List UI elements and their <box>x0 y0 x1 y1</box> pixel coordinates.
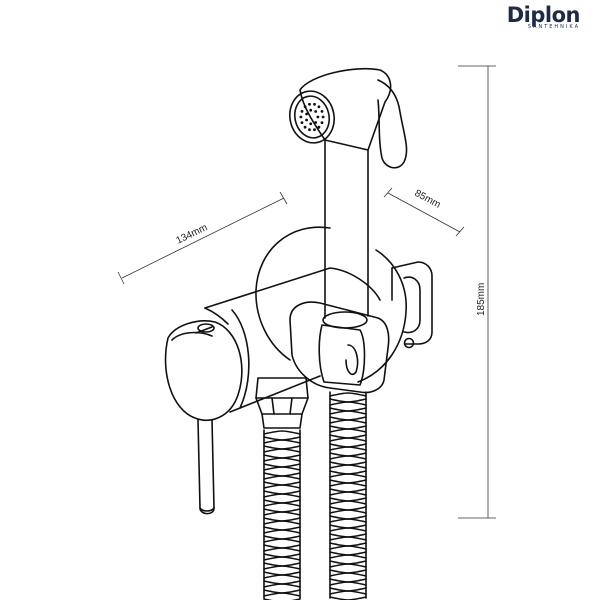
nozzle-dot <box>316 115 320 119</box>
left-hose-rib <box>263 592 301 597</box>
right-hose-rib <box>329 596 367 600</box>
nozzle-dot <box>314 121 318 124</box>
dimension-85: 85mm <box>383 187 465 237</box>
brand-logo: Diplon SANTEHNIKA <box>506 3 581 30</box>
nozzle-dot <box>299 115 303 119</box>
right-hose-rib <box>329 419 367 424</box>
right-hose-rib <box>329 563 367 568</box>
right-hose-rib <box>329 446 367 451</box>
left-hose-rib <box>263 547 301 552</box>
left-hose-rib <box>263 502 301 507</box>
nozzle-dot <box>305 112 308 116</box>
shower-handle <box>324 139 369 319</box>
shower-nozzles <box>299 102 325 132</box>
mixer-knob <box>164 320 243 421</box>
dimension-185: 185mm <box>458 65 496 519</box>
right-hose <box>329 391 367 600</box>
left-hose-rib <box>263 457 301 462</box>
brand-name: Diplon <box>506 3 581 27</box>
left-hose <box>263 429 301 600</box>
right-hose-rib <box>329 491 367 496</box>
nozzle-dot <box>300 121 304 124</box>
right-hose-rib <box>329 473 367 478</box>
left-hose-rib <box>263 529 301 534</box>
nozzle-dot <box>309 122 313 126</box>
left-hose-rib <box>263 565 301 570</box>
dimension-134-label: 134mm <box>174 222 209 247</box>
right-hose-rib <box>329 572 367 577</box>
right-hose-rib <box>329 554 367 559</box>
mixer-lever <box>197 419 215 515</box>
left-hose-rib <box>263 493 301 498</box>
left-hose-rib <box>263 439 301 444</box>
right-hose-rib <box>329 455 367 460</box>
left-hose-rib <box>263 574 301 579</box>
left-hose-rib <box>263 430 301 435</box>
left-hose-rib <box>263 538 301 543</box>
nozzle-dot <box>317 105 321 109</box>
right-hose-rib <box>329 464 367 469</box>
nozzle-dot <box>308 102 311 106</box>
left-hose-rib <box>263 511 301 516</box>
left-hose-rib <box>263 466 301 471</box>
right-hose-rib <box>329 536 367 541</box>
right-hose-rib <box>329 500 367 505</box>
mixer-body <box>204 267 381 413</box>
right-hose-rib <box>329 437 367 442</box>
nozzle-dot <box>300 110 304 113</box>
right-hose-rib <box>329 428 367 433</box>
right-hose-rib <box>329 392 367 397</box>
nozzle-dot <box>303 105 307 109</box>
nozzle-dot <box>313 102 316 106</box>
left-hose-rib <box>263 448 301 453</box>
right-hose-rib <box>329 581 367 586</box>
left-hose-rib <box>263 475 301 480</box>
right-hose-rib <box>329 401 367 406</box>
left-hose-rib <box>263 583 301 588</box>
right-hose-rib <box>329 590 367 595</box>
left-hose-rib <box>263 556 301 561</box>
right-hose-rib <box>329 482 367 487</box>
nozzle-dot <box>320 110 324 113</box>
right-hose-rib <box>329 545 367 550</box>
holder-clip <box>289 301 390 394</box>
dimension-85-label: 85mm <box>413 188 443 211</box>
dimension-185-label: 185mm <box>476 283 487 316</box>
nozzle-dot <box>321 115 325 119</box>
nozzle-dot <box>308 128 311 132</box>
nozzle-dot <box>303 125 307 129</box>
left-hose-rib <box>263 484 301 489</box>
nozzle-dot <box>320 121 324 124</box>
nozzle-dot <box>317 125 321 129</box>
right-hose-rib <box>329 527 367 532</box>
brand-tagline: SANTEHNIKA <box>527 24 580 30</box>
hose-bracket <box>391 261 433 349</box>
left-hose-rib <box>263 520 301 525</box>
right-hose-rib <box>329 509 367 514</box>
nozzle-dot <box>314 110 318 113</box>
mixer-hose-nut <box>255 377 309 429</box>
wall-flange <box>255 226 407 383</box>
right-hose-rib <box>329 410 367 415</box>
right-hose-rib <box>329 518 367 523</box>
dimension-134: 134mm <box>117 191 288 285</box>
nozzle-dot <box>313 128 316 132</box>
nozzle-dot <box>309 108 313 112</box>
shower-head <box>289 67 408 169</box>
nozzle-dot <box>305 118 308 122</box>
